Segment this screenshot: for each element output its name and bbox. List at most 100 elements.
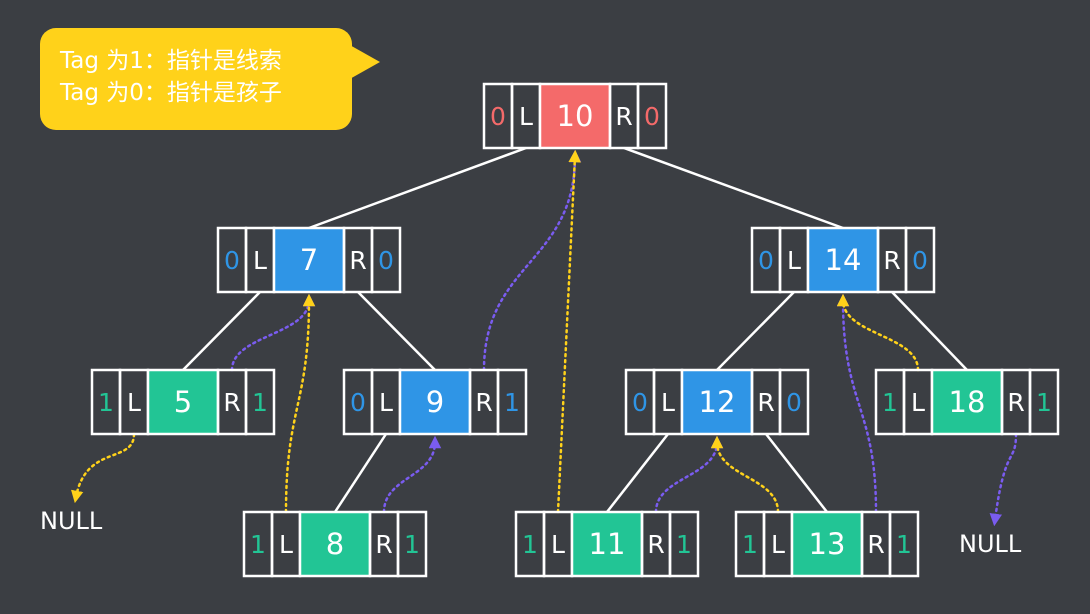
node-11-left-pointer: L (551, 530, 565, 559)
node-14-value: 14 (825, 243, 862, 277)
thread-succ-n18-to-NULL_RIGHT (989, 432, 1018, 527)
node-11-right-tag-cell (668, 510, 700, 578)
node-18-value-cell (930, 368, 1004, 436)
child-edge-n14-n12 (716, 291, 795, 371)
node-14-right-tag-cell (904, 226, 936, 294)
legend-line-child: Tag 为0：指针是孩子 (60, 80, 282, 106)
node-18-left-tag: 1 (882, 388, 898, 417)
node-13-value: 13 (809, 527, 846, 561)
node-5-right-tag: 1 (252, 388, 268, 417)
node-12-left-pointer: L (661, 388, 675, 417)
node-11-value: 11 (589, 527, 626, 561)
node-13-left-tag: 1 (742, 530, 758, 559)
thread-pred-n11-to-n10 (556, 149, 581, 514)
node-5-value: 5 (174, 385, 192, 419)
thread-succ-n5-to-n7 (230, 293, 316, 372)
node-10-right-tag-cell (636, 82, 668, 150)
node-18-left-pointer: L (911, 388, 925, 417)
child-edge-n7-n9 (357, 291, 436, 371)
node-5-right-tag-cell (244, 368, 276, 436)
node-12-right-tag: 0 (786, 388, 802, 417)
node-7-right-tag: 0 (378, 246, 394, 275)
node-8-right-pointer: R (375, 530, 392, 559)
child-edge-n12-n11 (606, 433, 669, 513)
thread-pred-n18-to-n14 (836, 293, 920, 372)
node-18-right-tag-cell (1028, 368, 1060, 436)
node-14-value-cell (806, 226, 880, 294)
null-label-left: NULL (40, 507, 103, 535)
node-13-value-cell (790, 510, 864, 578)
thread-succ-n9-to-n10 (482, 149, 582, 372)
node-13-right-pointer: R (867, 530, 884, 559)
thread-pred-n13-to-n12 (710, 435, 780, 514)
node-8-value: 8 (326, 527, 344, 561)
child-edge-n7-n5 (182, 291, 261, 371)
child-edge-n10-n14 (623, 146, 844, 230)
node-14-right-pointer: R (883, 246, 900, 275)
node-10-right-tag: 0 (644, 102, 660, 131)
child-edges (182, 146, 968, 513)
node-5-left-pointer: L (127, 388, 141, 417)
node-9-right-pointer: R (475, 388, 492, 417)
node-8-left-pointer: L (279, 530, 293, 559)
node-11-right-tag: 1 (676, 530, 692, 559)
child-edge-n9-n8 (333, 433, 388, 513)
node-12-value-cell (680, 368, 754, 436)
node-8-right-tag: 1 (404, 530, 420, 559)
node-18-value: 18 (949, 385, 986, 419)
node-10-left-tag: 0 (490, 102, 506, 131)
node-10-right-pointer: R (615, 102, 632, 131)
node-18-right-tag: 1 (1036, 388, 1052, 417)
node-5-right-pointer: R (223, 388, 240, 417)
thread-succ-n8-to-n9 (382, 435, 442, 514)
node-10-left-pointer: L (519, 102, 533, 131)
legend-line-thread: Tag 为1：指针是线索 (60, 48, 282, 74)
node-13-right-tag: 1 (896, 530, 912, 559)
node-13-left-pointer: L (771, 530, 785, 559)
node-8-right-tag-cell (396, 510, 428, 578)
node-14-left-tag: 0 (758, 246, 774, 275)
node-8-value-cell (298, 510, 372, 578)
node-14-right-tag: 0 (912, 246, 928, 275)
node-11-left-tag: 1 (522, 530, 538, 559)
node-9-value: 9 (426, 385, 444, 419)
node-9-left-pointer: L (379, 388, 393, 417)
thread-pred-n5-to-NULL_LEFT (71, 432, 136, 504)
node-12-value: 12 (699, 385, 736, 419)
node-13-right-tag-cell (888, 510, 920, 578)
node-11-right-pointer: R (647, 530, 664, 559)
thread-pred-n8-to-n7 (284, 293, 316, 514)
node-7-left-pointer: L (253, 246, 267, 275)
node-12-left-tag: 0 (632, 388, 648, 417)
node-5-value-cell (146, 368, 220, 436)
node-7-left-tag: 0 (224, 246, 240, 275)
tag-legend-callout: Tag 为1：指针是线索 Tag 为0：指针是孩子 (40, 28, 352, 130)
node-14-left-pointer: L (787, 246, 801, 275)
thread-arrows (71, 149, 1018, 527)
node-18-right-pointer: R (1007, 388, 1024, 417)
node-10-value: 10 (557, 99, 594, 133)
node-5-left-tag: 1 (98, 388, 114, 417)
node-8-left-tag: 1 (250, 530, 266, 559)
node-7-right-tag-cell (370, 226, 402, 294)
node-7-right-pointer: R (349, 246, 366, 275)
thread-succ-n11-to-n12 (654, 435, 724, 514)
child-edge-n12-n13 (765, 433, 828, 513)
callout-tail (348, 44, 380, 80)
node-9-right-tag-cell (496, 368, 528, 436)
thread-succ-n13-to-n14 (836, 293, 878, 514)
node-12-right-pointer: R (757, 388, 774, 417)
node-12-right-tag-cell (778, 368, 810, 436)
